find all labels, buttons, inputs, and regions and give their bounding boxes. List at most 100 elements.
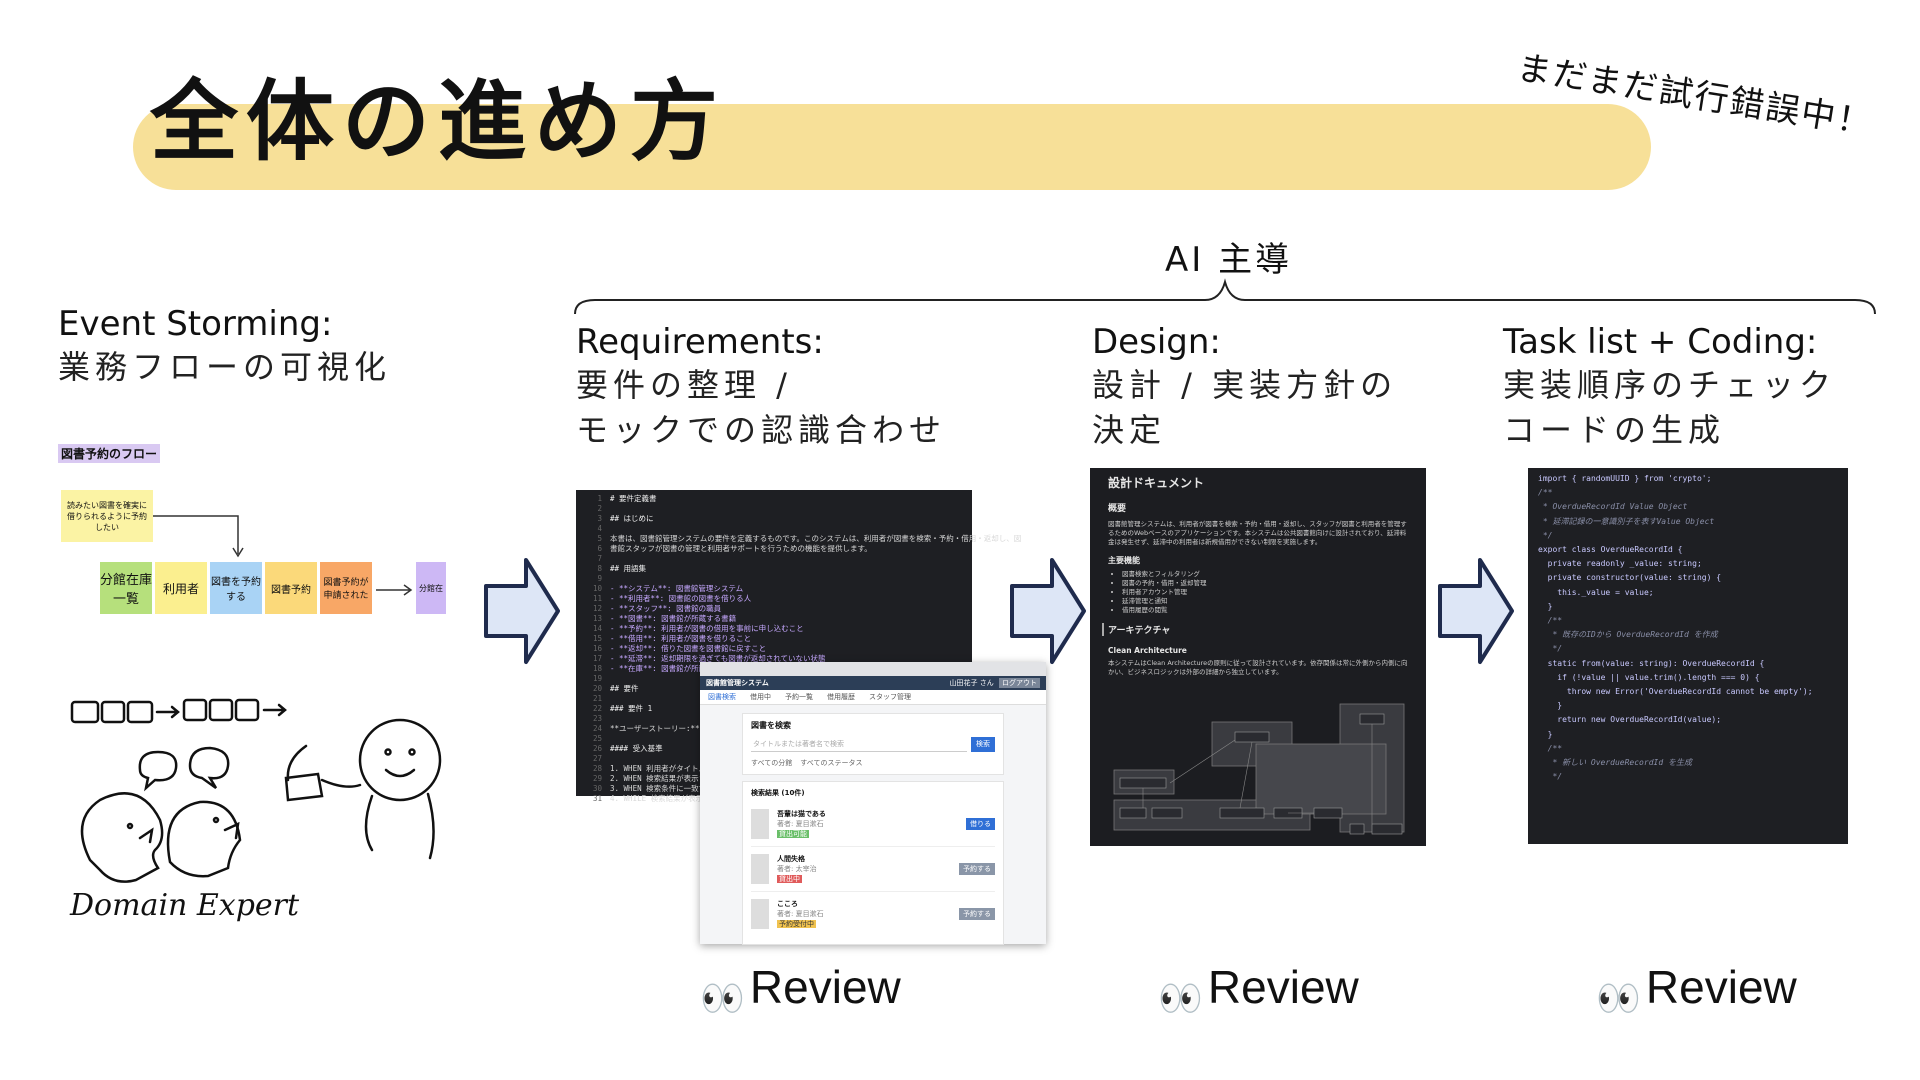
user-name: 山田花子 さん <box>949 679 994 687</box>
results-title: 検索結果 (10件) <box>751 789 805 797</box>
page-title: 全体の進め方 <box>150 70 727 173</box>
book-cover <box>751 854 769 884</box>
doc-line: 8## 用語集 <box>597 564 647 573</box>
sticky-note: 図書を予約する <box>210 562 262 614</box>
doc-line: 16- **返却**: 借りた図書を図書館に戻すこと <box>592 644 767 653</box>
sticky-note: 分館在庫一覧 <box>100 562 152 614</box>
doc-line: 19 <box>592 674 602 683</box>
code-line: throw new Error('OverdueRecordId cannot … <box>1538 687 1813 697</box>
doc-line: 11- **利用者**: 図書館の図書を借りる人 <box>592 594 752 603</box>
doc-line: 21 <box>592 694 602 703</box>
brace <box>574 278 1876 315</box>
code-line: */ <box>1538 644 1563 654</box>
step-description: 実装順序のチェック <box>1503 365 1837 404</box>
list-item[interactable]: こころ著者: 夏目漱石予約受付中 予約する <box>751 892 995 936</box>
tab-reservations[interactable]: 予約一覧 <box>785 693 813 701</box>
doc-title: 設計ドキュメント <box>1108 476 1205 490</box>
eyes-icon: 👀 <box>1158 978 1203 1020</box>
code-line: return new OverdueRecordId(value); <box>1538 715 1722 725</box>
doc-line: 15- **借用**: 利用者が図書を借りること <box>592 634 752 643</box>
connector <box>153 515 244 558</box>
doc-line: 9 <box>597 574 602 583</box>
doc-line: 3## はじめに <box>597 514 654 523</box>
list-item: 図書検索とフィルタリング <box>1122 570 1408 579</box>
step-heading: Design: <box>1092 322 1221 362</box>
list-item: 延滞管理と通知 <box>1122 597 1408 606</box>
review-label-coding: 👀 Review <box>1596 960 1797 1020</box>
sticky-note: 利用者 <box>155 562 207 614</box>
code-line: private constructor(value: string) { <box>1538 573 1722 583</box>
step-design: Design: 設計 / 実装方針の 決定 <box>1092 322 1397 454</box>
eyes-icon: 👀 <box>1596 978 1641 1020</box>
book-cover <box>751 809 769 839</box>
doc-line: 24**ユーザーストーリー:** 利用 <box>592 724 720 733</box>
search-input[interactable]: タイトルまたは著者名で検索 <box>751 737 967 752</box>
arrow-right-icon <box>1010 558 1086 664</box>
borrow-button[interactable]: 借りる <box>966 818 995 830</box>
list-item[interactable]: 人間失格著者: 太宰治貸出中 予約する <box>751 847 995 892</box>
book-meta: 著者: 夏目漱石 <box>777 910 824 918</box>
list-item[interactable]: 吾輩は猫である著者: 夏目漱石貸出可能 借りる <box>751 802 995 847</box>
doc-subheading: Clean Architecture <box>1108 646 1187 655</box>
step-task-coding: Task list + Coding: 実装順序のチェック コードの生成 <box>1503 322 1836 454</box>
doc-line: 13- **図書**: 図書館が所蔵する書籍 <box>592 614 737 623</box>
logout-button[interactable]: ログアウト <box>999 678 1040 688</box>
reserve-button[interactable]: 予約する <box>959 908 995 920</box>
step-description: 要件の整理 / <box>576 365 792 404</box>
book-meta: 著者: 夏目漱石 <box>777 820 824 828</box>
status-filter[interactable]: すべてのステータス <box>800 759 863 767</box>
code-line: * 新しい OverdueRecordId を生成 <box>1538 758 1692 768</box>
doc-line: 20## 要件 <box>592 684 639 693</box>
review-label-requirements: 👀 Review <box>700 960 901 1020</box>
architecture-diagram <box>1113 703 1405 835</box>
code-line: static from(value: string): OverdueRecor… <box>1538 658 1765 668</box>
code-line: */ <box>1538 530 1553 540</box>
doc-line: 10- **システム**: 図書館管理システム <box>592 584 744 593</box>
reserve-button[interactable]: 予約する <box>959 863 995 875</box>
mock-app-screenshot: 図書館管理システム 山田花子 さん ログアウト 図書検索 借用中 予約一覧 借用… <box>700 662 1046 945</box>
eyes-icon: 👀 <box>700 978 745 1020</box>
review-text: Review <box>1645 961 1797 1013</box>
features-list: 図書検索とフィルタリング 図書の予約・借用・返却管理 利用者アカウント管理 延滞… <box>1108 570 1408 615</box>
doc-line: 12- **スタッフ**: 図書館の職員 <box>592 604 722 613</box>
review-text: Review <box>1207 961 1359 1013</box>
search-title: 図書を検索 <box>751 721 791 730</box>
tab-search[interactable]: 図書検索 <box>708 693 736 701</box>
code-line: * 既存のIDから OverdueRecordId を作成 <box>1538 630 1718 640</box>
code-line: import { randomUUID } from 'crypto'; <box>1538 474 1712 483</box>
doc-heading: 主要機能 <box>1108 556 1140 565</box>
domain-expert-doodle <box>70 698 442 883</box>
tab-staff[interactable]: スタッフ管理 <box>869 693 911 701</box>
doc-heading: アーキテクチャ <box>1102 623 1408 636</box>
code-line: /** <box>1538 616 1563 626</box>
doc-line: 1# 要件定義書 <box>597 494 657 503</box>
code-line: if (!value || value.trim().length === 0)… <box>1538 672 1760 682</box>
doc-paragraph: 本システムはClean Architectureの原則に従って設計されています。… <box>1108 659 1408 676</box>
doc-line: 26#### 受入基準 <box>592 744 663 753</box>
step-heading: Event Storming: <box>58 304 333 344</box>
review-text: Review <box>749 961 901 1013</box>
step-description: 設計 / 実装方針の <box>1092 365 1398 404</box>
code-line: export class OverdueRecordId { <box>1538 545 1683 555</box>
book-title: 人間失格 <box>777 855 805 863</box>
doc-line: 25 <box>592 734 602 743</box>
list-item: 図書の予約・借用・返却管理 <box>1122 579 1408 588</box>
app-header: 図書館管理システム 山田花子 さん ログアウト <box>700 676 1046 690</box>
domain-expert-label: Domain Expert <box>70 888 300 923</box>
step-requirements: Requirements: 要件の整理 / モックでの認識合わせ <box>576 322 946 454</box>
branch-filter[interactable]: すべての分館 <box>751 759 793 767</box>
ai-led-label: AI 主導 <box>1165 240 1293 280</box>
search-button[interactable]: 検索 <box>971 737 995 752</box>
step-heading: Task list + Coding: <box>1503 322 1818 362</box>
tab-history[interactable]: 借用履歴 <box>827 693 855 701</box>
search-panel: 図書を検索 タイトルまたは著者名で検索 検索 すべての分館 すべてのステータス <box>742 713 1004 775</box>
tab-borrowing[interactable]: 借用中 <box>750 693 771 701</box>
flow-title: 図書予約のフロー <box>58 444 161 463</box>
title-highlight <box>133 104 1651 190</box>
status-badge: 貸出可能 <box>777 830 809 838</box>
status-badge: 貸出中 <box>777 875 802 883</box>
doc-line: 18- **在庫**: 図書館が所蔵する図書の状態 <box>592 664 759 673</box>
event-storming-board: 図書予約のフロー 読みたい図書を確実に借りられるように予約したい 分館在庫一覧 … <box>58 444 448 624</box>
